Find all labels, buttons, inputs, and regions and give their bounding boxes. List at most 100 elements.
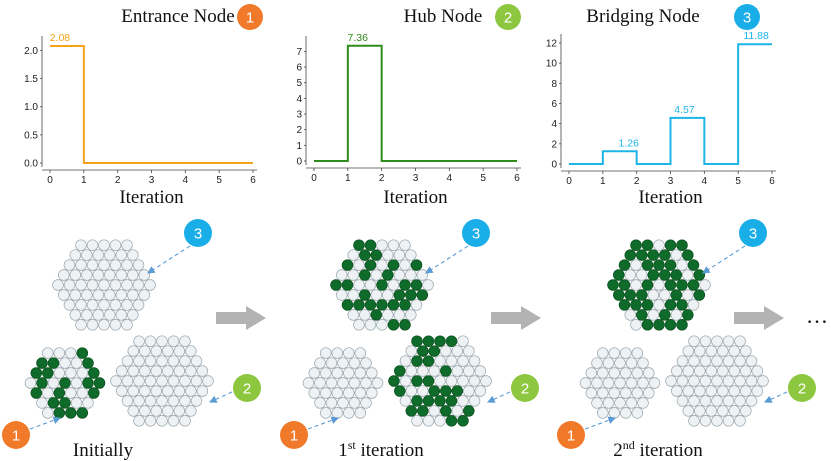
graph-node [647,269,660,281]
graph-node [440,405,452,417]
graph-node [670,309,683,321]
graph-node [82,397,94,409]
graph-node [162,345,174,357]
y-tick-label: 2.0 [24,46,38,57]
graph-node [457,335,469,347]
graph-node [331,347,344,359]
graph-node [664,279,677,291]
graph-node [347,309,360,321]
graph-node [682,249,694,261]
graph-node [422,395,435,407]
graph-node [341,259,354,271]
graph-node [387,299,400,311]
graph-node [422,335,435,347]
value-label: 11.88 [743,30,769,42]
graph-node [670,269,683,281]
graph-node [734,415,746,427]
cluster-big [665,335,769,427]
graph-node [699,279,711,291]
graph-node [745,395,758,407]
graph-node [382,309,394,321]
graph-node [693,289,706,301]
graph-node [127,289,139,301]
graph-node [92,309,105,321]
badge-icon: 3 [734,4,760,30]
graph-node [399,259,411,271]
x-tick-label: 0 [566,176,572,187]
graph-node [637,397,649,409]
graph-node [150,345,163,357]
graph-node [150,365,163,377]
x-tick-label: 3 [149,175,155,186]
graph-node [705,405,718,417]
graph-node [337,357,349,369]
graph-node [394,385,406,397]
graph-node [417,385,429,397]
graph-node [354,387,367,399]
graph-node [440,365,452,377]
graph-node [387,259,400,271]
graph-node [144,355,157,367]
graph-node [162,385,174,397]
graph-node [348,377,361,389]
graph-node [608,367,621,379]
x-tick-label: 2 [115,175,121,186]
graph-node [30,387,43,399]
graph-node [417,365,429,377]
graph-node [745,355,758,367]
pointer-arrow [29,416,62,430]
graph-node [81,309,93,321]
graph-node [336,289,348,301]
graph-node [387,279,400,291]
x-tick-label: 3 [413,173,419,184]
graph-node [625,357,638,369]
graph-node [676,259,688,271]
badge-icon: 1 [557,421,585,449]
graph-node [440,385,452,397]
graph-node [314,357,326,369]
graph-node [676,355,689,367]
x-tick-label: 5 [216,175,222,186]
svg-text:2: 2 [504,10,512,27]
graph-node [624,309,637,321]
graph-node [670,289,683,301]
x-tick-label: 0 [47,175,53,186]
y-tick-label: 8 [551,79,557,90]
graph-node [144,279,156,291]
y-tick-label: 6 [551,99,557,110]
graph-node [643,387,655,399]
svg-text:1: 1 [12,428,20,445]
graph-node [110,375,122,387]
badge-icon: 3 [739,219,767,247]
graph-node [751,385,764,397]
graph-node [445,395,458,407]
graph-node [179,335,191,347]
graph-node [75,279,87,291]
graph-node [354,367,367,379]
graph-node [591,357,603,369]
graph-node [585,387,598,399]
graph-node [457,415,469,427]
graph-node [331,387,344,399]
graph-node [631,367,644,379]
graph-node [156,395,168,407]
graph-node [76,407,89,419]
svg-text:3: 3 [472,226,480,243]
graph-node [405,289,417,301]
graph-node [630,319,642,331]
graph-node [687,259,700,271]
graph-node [688,355,700,367]
graph-node [682,269,694,281]
graph-node [36,377,48,389]
graph-node [664,299,677,311]
svg-text:1: 1 [567,428,575,445]
graph-node [127,309,139,321]
transition-arrow [491,306,541,330]
graph-node [405,365,418,377]
cluster-small [579,347,661,419]
graph-node [636,249,648,261]
graph-node [382,289,394,301]
graph-node [162,405,174,417]
graph-node [682,289,694,301]
graph-node [139,385,151,397]
